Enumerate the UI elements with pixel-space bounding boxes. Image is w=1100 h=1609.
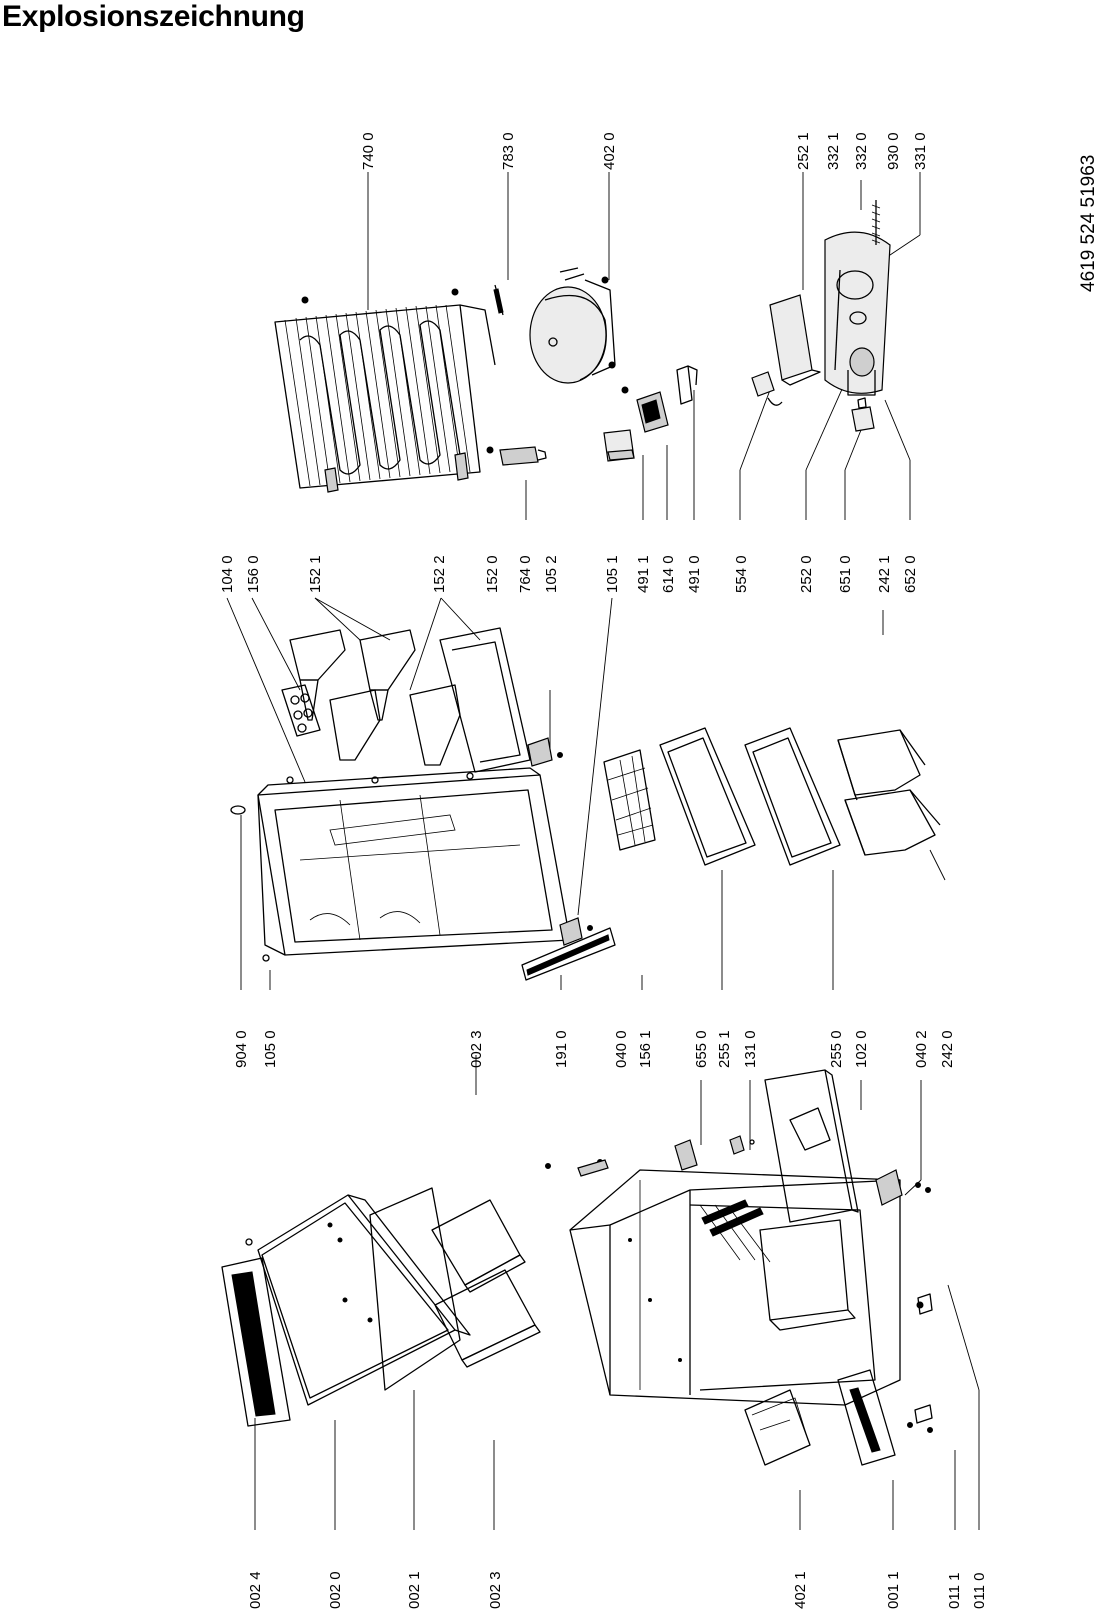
part-labels: 002 4 002 0 002 1 002 3 402 1 001 1 011 … <box>219 132 988 1609</box>
part-1050 <box>262 954 270 962</box>
part-label: 402 1 <box>792 1571 809 1609</box>
part-label: 011 0 <box>971 1573 988 1609</box>
egg-tray-1560 <box>281 684 321 737</box>
bracket-1052 <box>527 737 563 767</box>
part-label: 191 0 <box>553 1030 570 1068</box>
part-label: 131 0 <box>742 1030 759 1068</box>
part-label: 402 0 <box>601 132 618 170</box>
part-label: 011 1 <box>946 1573 963 1609</box>
door-shelves-0023 <box>431 1199 541 1368</box>
part-label: 255 0 <box>828 1030 845 1068</box>
drier-7640 <box>499 446 547 466</box>
capillary-7830 <box>493 284 504 316</box>
hinge-6550 <box>674 1139 698 1171</box>
connector-5540 <box>751 371 783 406</box>
feet-0110 <box>914 1293 933 1424</box>
part-label: 040 0 <box>613 1030 630 1068</box>
part-label: 002 0 <box>327 1571 344 1609</box>
part-label: 740 0 <box>360 132 377 170</box>
part-label: 152 0 <box>484 555 501 593</box>
compressor-4020 <box>529 267 629 394</box>
inner-liner-1040 <box>257 767 571 956</box>
cabinet-body <box>569 1169 901 1406</box>
part-label: 332 0 <box>853 132 870 170</box>
part-label: 491 0 <box>686 555 703 593</box>
part-label: 614 0 <box>660 555 677 593</box>
part-label: 105 0 <box>262 1030 279 1068</box>
part-label: 040 2 <box>913 1030 930 1068</box>
door-bins-152 <box>289 627 531 773</box>
part-label: 002 3 <box>487 1571 504 1609</box>
cover-2550 <box>764 1069 859 1223</box>
part-label: 255 1 <box>716 1030 733 1068</box>
part-label: 102 0 <box>853 1030 870 1068</box>
part-label: 105 2 <box>543 555 560 593</box>
part-9040 <box>230 805 246 815</box>
part-label: 252 0 <box>798 555 815 593</box>
glass-shelf-2551 <box>659 727 756 866</box>
part-label: 764 0 <box>517 555 534 593</box>
document-number: 4619 524 51963 <box>1078 155 1099 292</box>
thermostat-2421 <box>851 397 875 432</box>
part-label: 002 1 <box>406 1571 423 1609</box>
part-label: 655 0 <box>693 1030 710 1068</box>
part-label: 242 1 <box>876 555 893 593</box>
crisper-boxes <box>837 729 941 856</box>
page-title: Explosionszeichnung <box>2 0 305 33</box>
glass-shelf-2550 <box>744 727 841 866</box>
part-label: 491 1 <box>635 555 652 593</box>
part-label: 105 1 <box>604 555 621 593</box>
leader-lines <box>226 172 980 1530</box>
hinge-0402 <box>875 1169 931 1206</box>
spring-9300 <box>871 200 881 245</box>
housing-3320 <box>824 231 891 396</box>
part-label: 930 0 <box>885 132 902 170</box>
door-strip-0024 <box>221 1238 291 1427</box>
part-label: 001 1 <box>885 1571 902 1609</box>
part-0400 <box>559 917 593 946</box>
part-label: 156 0 <box>245 555 262 593</box>
part-label: 242 0 <box>939 1030 956 1068</box>
part-label: 554 0 <box>733 555 750 593</box>
condenser-7400 <box>274 288 496 493</box>
base-rail-0011 <box>837 1369 896 1466</box>
relay-4911 <box>603 429 635 462</box>
part-label: 652 0 <box>902 555 919 593</box>
strip-1910 <box>521 927 616 981</box>
part-label: 651 0 <box>837 555 854 593</box>
protector-6140 <box>636 391 669 433</box>
part-label: 331 0 <box>912 132 929 170</box>
part-label: 002 4 <box>247 1571 264 1609</box>
part-label: 152 2 <box>431 555 448 593</box>
part-label: 156 1 <box>637 1030 654 1068</box>
door-sheet-0021 <box>369 1187 461 1391</box>
part-label: 252 1 <box>795 132 812 170</box>
ice-tray-1051 <box>603 749 656 851</box>
screws-cabinet <box>545 1159 933 1433</box>
part-label: 152 1 <box>307 555 324 593</box>
plate-2521 <box>769 294 821 386</box>
door-panel-0020 <box>257 1194 471 1406</box>
fitting-1310 <box>729 1135 755 1155</box>
part-label: 783 0 <box>500 132 517 170</box>
bracket-4910 <box>676 365 698 405</box>
bracket-4021 <box>744 1389 811 1466</box>
part-label: 332 1 <box>825 132 842 170</box>
part-label: 904 0 <box>233 1030 250 1068</box>
part-label: 002 3 <box>468 1030 485 1068</box>
part-label: 104 0 <box>219 555 236 593</box>
